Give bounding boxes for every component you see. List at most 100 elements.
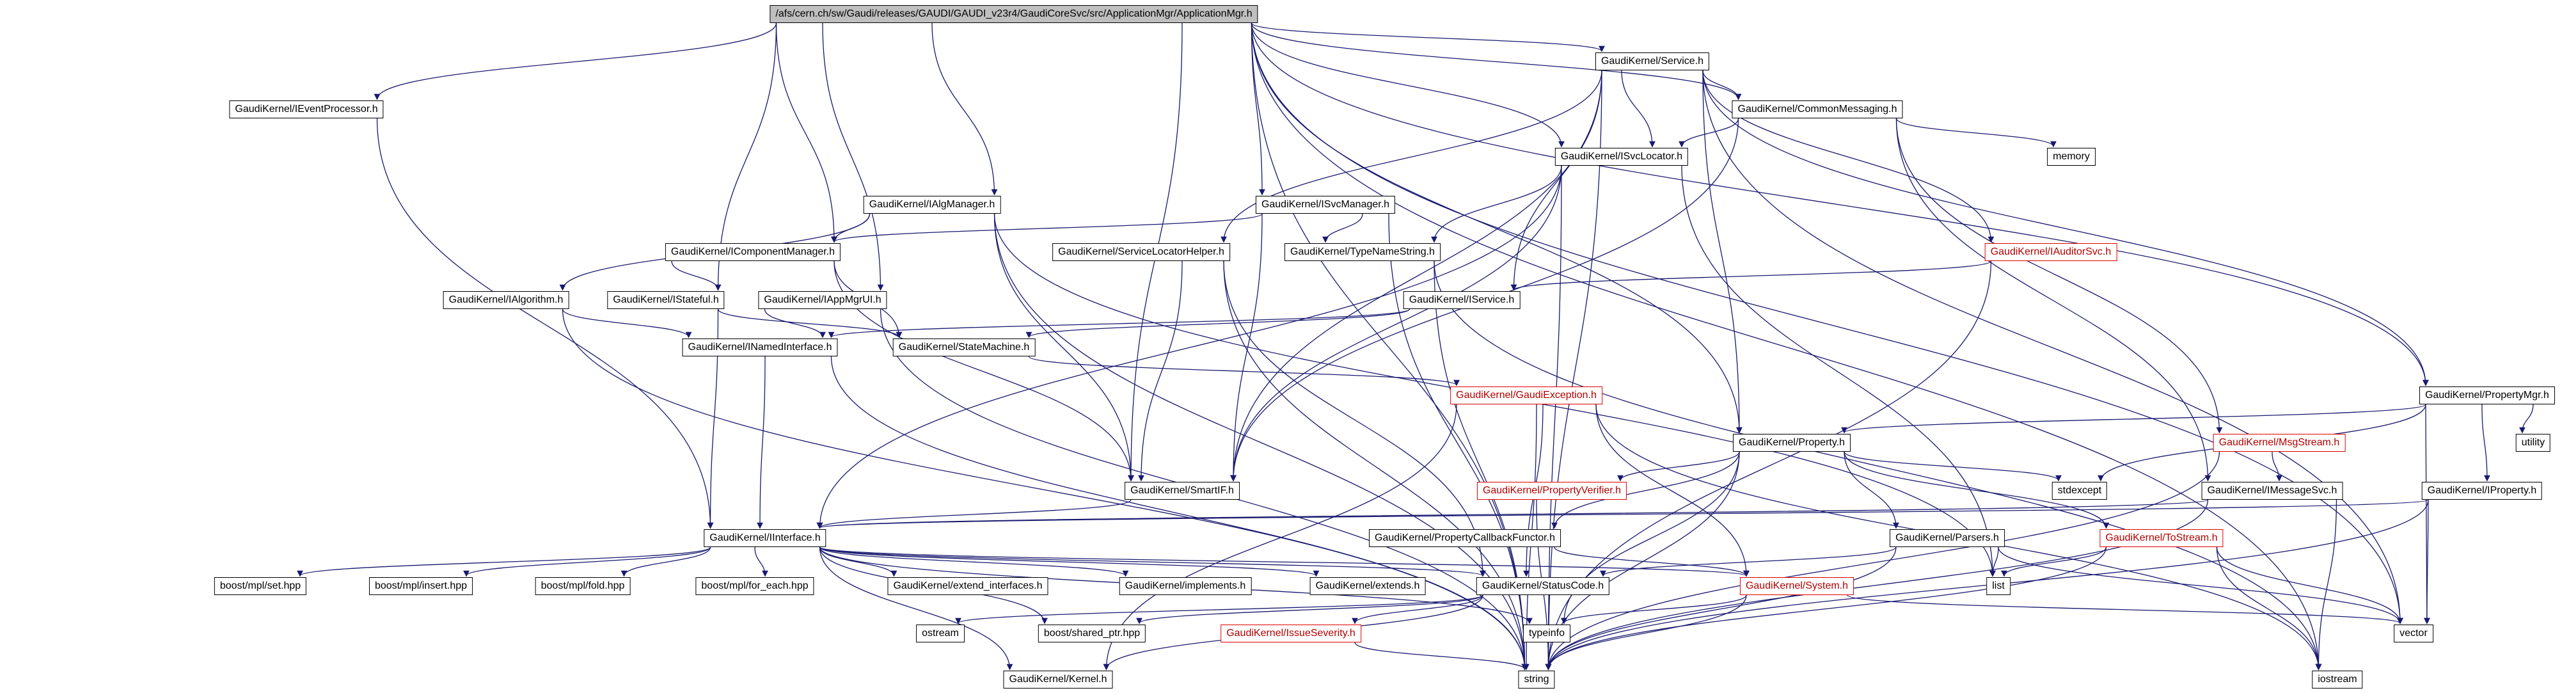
include-edge-typenamestring-iostream — [1434, 260, 2322, 671]
graph-node-kernel[interactable]: GaudiKernel/Kernel.h — [1003, 671, 1113, 689]
graph-node-property[interactable]: GaudiKernel/Property.h — [1732, 434, 1851, 452]
graph-node-mplinsert[interactable]: boost/mpl/insert.hpp — [368, 577, 473, 595]
graph-node-stdexcept[interactable]: stdexcept — [2051, 482, 2108, 500]
include-edge-iproperty-vector — [2424, 499, 2430, 625]
include-edge-system-vector — [1847, 594, 2403, 625]
include-edge-isvcmanager-smartif — [1230, 213, 1263, 482]
include-edge-iservice-inamedinterface — [828, 308, 1410, 339]
include-edge-parsers-list — [1989, 546, 1999, 577]
graph-node-mplset[interactable]: boost/mpl/set.hpp — [214, 577, 307, 595]
include-edge-service-property — [1702, 70, 1742, 434]
graph-node-iostream[interactable]: iostream — [2312, 671, 2363, 689]
include-edge-propertymgr-utility — [2519, 404, 2534, 434]
graph-node-mplforeach[interactable]: boost/mpl/for_each.hpp — [695, 577, 814, 595]
graph-node-mplfold[interactable]: boost/mpl/fold.hpp — [535, 577, 631, 595]
graph-node-extends[interactable]: GaudiKernel/extends.h — [1309, 577, 1426, 595]
include-edge-service-vector — [1702, 70, 2403, 625]
include-edge-service-commonmessaging — [1702, 70, 1742, 100]
graph-node-commonmessaging[interactable]: GaudiKernel/CommonMessaging.h — [1732, 100, 1903, 118]
include-edge-imessagesvc-string — [1545, 499, 2209, 671]
include-edge-gaudiexception-system — [1595, 404, 1750, 577]
graph-node-iinterface[interactable]: GaudiKernel/IInterface.h — [704, 529, 826, 547]
include-edge-isvcmanager-typenamestring — [1322, 213, 1363, 243]
include-edge-iappmgrui-inamedinterface — [764, 308, 826, 339]
include-edge-app-iappmgrui — [822, 22, 884, 291]
graph-node-servicelocatorhelper[interactable]: GaudiKernel/ServiceLocatorHelper.h — [1052, 243, 1230, 261]
graph-node-system[interactable]: GaudiKernel/System.h — [1739, 577, 1854, 595]
graph-node-istateful[interactable]: GaudiKernel/IStateful.h — [607, 291, 725, 309]
include-edge-issueseverity-string — [1354, 642, 1528, 671]
graph-node-iproperty[interactable]: GaudiKernel/IProperty.h — [2421, 482, 2543, 500]
include-edge-iservice-statemachine — [1025, 308, 1410, 339]
graph-node-iauditorsvc[interactable]: GaudiKernel/IAuditorSvc.h — [1984, 243, 2117, 261]
include-edge-iinterface-extendinterfaces — [819, 546, 897, 577]
graph-node-statemachine[interactable]: GaudiKernel/StateMachine.h — [892, 339, 1036, 356]
include-edge-imessagesvc-iinterface — [817, 499, 2209, 529]
graph-node-app[interactable]: /afs/cern.ch/sw/Gaudi/releases/GAUDI/GAU… — [770, 5, 1258, 23]
graph-node-iappmgrui[interactable]: GaudiKernel/IAppMgrUI.h — [758, 291, 887, 309]
include-edge-app-service — [1251, 22, 1605, 52]
include-edge-app-commonmessaging — [1251, 22, 1742, 100]
include-edge-app-string — [1251, 22, 1528, 671]
include-edge-system-string — [1545, 594, 1747, 671]
include-edge-ialgmanager-smartif — [993, 213, 1134, 482]
graph-node-icomponentmanager[interactable]: GaudiKernel/IComponentManager.h — [665, 243, 841, 261]
graph-node-imessagesvc[interactable]: GaudiKernel/IMessageSvc.h — [2201, 482, 2343, 500]
graph-node-msgstream[interactable]: GaudiKernel/MsgStream.h — [2213, 434, 2346, 452]
include-edge-smartif-iinterface — [816, 499, 1132, 529]
include-edge-ieventprocessor-iinterface — [376, 118, 714, 529]
include-edge-isvclocator-smartif — [1230, 165, 1562, 482]
include-edge-app-property — [1251, 22, 1742, 434]
graph-node-propertycallbackfunctor[interactable]: GaudiKernel/PropertyCallbackFunctor.h — [1369, 529, 1561, 547]
include-edge-iinterface-extends — [819, 546, 1320, 577]
include-edge-isvclocator-typenamestring — [1431, 165, 1562, 243]
include-edge-msgstream-string — [1545, 451, 2220, 671]
graph-node-propertymgr[interactable]: GaudiKernel/PropertyMgr.h — [2419, 386, 2555, 404]
graph-node-inamedinterface[interactable]: GaudiKernel/INamedInterface.h — [682, 339, 838, 356]
graph-node-memory[interactable]: memory — [2047, 148, 2096, 166]
include-edge-inamedinterface-string — [830, 356, 1528, 671]
graph-node-propertyverifier[interactable]: GaudiKernel/PropertyVerifier.h — [1476, 482, 1627, 500]
graph-node-gaudiexception[interactable]: GaudiKernel/GaudiException.h — [1450, 386, 1602, 404]
graph-node-smartif[interactable]: GaudiKernel/SmartIF.h — [1125, 482, 1240, 500]
graph-node-string[interactable]: string — [1518, 671, 1555, 689]
graph-node-ieventprocessor[interactable]: GaudiKernel/IEventProcessor.h — [229, 100, 384, 118]
include-edge-service-isvclocator — [1621, 70, 1655, 148]
graph-node-typeinfo[interactable]: typeinfo — [1522, 625, 1571, 642]
include-edge-iinterface-mplinsert — [463, 546, 711, 577]
include-edge-app-iostream — [1251, 22, 2322, 671]
include-edge-property-propertyverifier — [1617, 451, 1740, 482]
graph-node-issueseverity[interactable]: GaudiKernel/IssueSeverity.h — [1221, 625, 1361, 642]
graph-node-typenamestring[interactable]: GaudiKernel/TypeNameString.h — [1284, 243, 1441, 261]
graph-node-iservice[interactable]: GaudiKernel/IService.h — [1403, 291, 1521, 309]
graph-node-ostream[interactable]: ostream — [916, 625, 965, 642]
graph-node-vector[interactable]: vector — [2394, 625, 2433, 642]
include-edge-iinterface-implements — [819, 546, 1129, 577]
graph-node-implements[interactable]: GaudiKernel/implements.h — [1119, 577, 1252, 595]
graph-node-statuscode[interactable]: GaudiKernel/StatusCode.h — [1476, 577, 1610, 595]
include-edge-iauditorsvc-iservice — [1510, 260, 1992, 291]
graph-node-isvcmanager[interactable]: GaudiKernel/ISvcManager.h — [1255, 196, 1396, 214]
include-edge-commonmessaging-isvclocator — [1679, 118, 1739, 148]
graph-node-utility[interactable]: utility — [2515, 434, 2551, 452]
graph-node-extendinterfaces[interactable]: GaudiKernel/extend_interfaces.h — [887, 577, 1048, 595]
graph-node-isvclocator[interactable]: GaudiKernel/ISvcLocator.h — [1554, 148, 1689, 166]
include-edge-service-propertymgr — [1702, 70, 2429, 386]
graph-node-list[interactable]: list — [1986, 577, 2011, 595]
graph-node-tostream[interactable]: GaudiKernel/ToStream.h — [2099, 529, 2224, 547]
graph-node-ialgorithm[interactable]: GaudiKernel/IAlgorithm.h — [443, 291, 569, 309]
include-edge-imessagesvc-iostream — [2315, 499, 2337, 671]
graph-node-service[interactable]: GaudiKernel/Service.h — [1595, 52, 1710, 70]
graph-node-parsers[interactable]: GaudiKernel/Parsers.h — [1890, 529, 2005, 547]
include-edge-statuscode-issueseverity — [1352, 594, 1483, 625]
include-edge-servicelocatorhelper-smartif — [1138, 260, 1183, 482]
include-edge-iinterface-system — [819, 546, 1750, 577]
graph-node-ialgmanager[interactable]: GaudiKernel/IAlgManager.h — [863, 196, 1001, 214]
graph-node-sharedptr[interactable]: boost/shared_ptr.hpp — [1038, 625, 1146, 642]
include-edge-isvclocator-list — [1681, 165, 1996, 577]
include-edge-inamedinterface-iinterface — [757, 356, 766, 529]
include-edge-property-typeinfo — [1561, 451, 1740, 625]
include-edge-property-tostream — [1844, 451, 2110, 529]
include-edge-app-icomponentmanager — [775, 22, 837, 243]
